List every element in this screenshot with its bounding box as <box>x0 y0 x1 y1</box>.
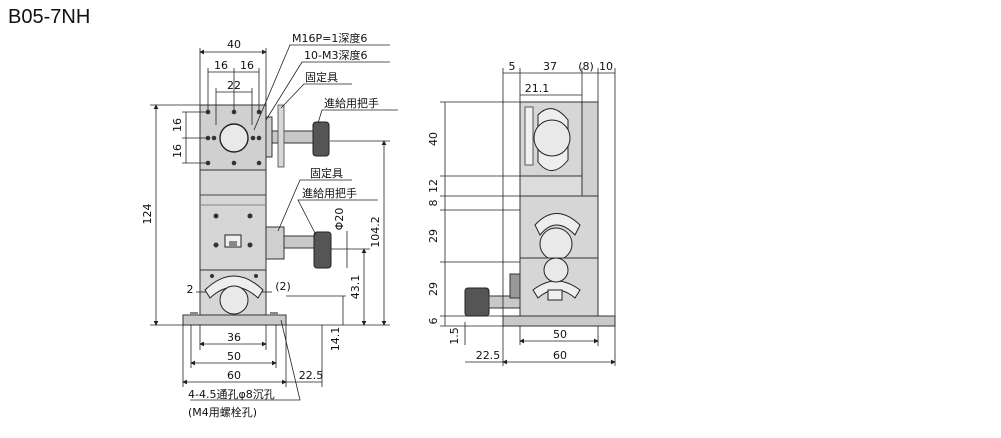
dim-base-60: 60 <box>227 369 241 382</box>
dim-hole-spacing-left: 16 <box>214 59 228 72</box>
front-middle-body <box>199 169 267 271</box>
dim-side-top-10: 10 <box>599 60 613 73</box>
side-bracket <box>581 101 599 198</box>
dim-vert-lower: 16 <box>171 144 184 158</box>
label-hole-note-1: 4-4.5通孔φ8沉孔 <box>188 388 275 401</box>
dim-side-v8: 8 <box>427 200 440 207</box>
label-fixture-upper: 固定具 <box>305 70 338 84</box>
dim-side-v12: 12 <box>427 179 440 193</box>
dim-height-104: 104.2 <box>369 216 382 248</box>
dim-base-36: 36 <box>227 331 241 344</box>
dim-side-v29b: 29 <box>427 282 440 296</box>
dim-side-b50: 50 <box>553 328 567 341</box>
dim-height-43: 43.1 <box>349 275 362 300</box>
side-dimensions <box>440 68 616 366</box>
dim-side-v29a: 29 <box>427 229 440 243</box>
front-lower-fixture <box>265 226 285 260</box>
dim-offset-22-5: 22.5 <box>299 369 324 382</box>
dim-side-width-21: 21.1 <box>525 82 550 95</box>
dim-side-v1-5: 1.5 <box>448 327 461 345</box>
label-feed-handle-lower: 進給用把手 <box>302 186 357 200</box>
dim-vert-upper: 16 <box>171 118 184 132</box>
label-fixture-lower: 固定具 <box>310 166 343 180</box>
dim-offset-2-paren: (2) <box>275 280 291 293</box>
dim-side-top-8: (8) <box>578 60 594 73</box>
dim-center-width: 22 <box>227 79 241 92</box>
dim-phi20: Φ20 <box>333 208 346 231</box>
front-upper-handle <box>312 121 330 157</box>
label-hole-note-2: (M4用螺栓孔) <box>188 405 257 419</box>
label-feed-handle-upper: 進給用把手 <box>324 96 379 110</box>
front-lower-handle <box>313 231 332 269</box>
front-center-hole <box>219 123 249 153</box>
side-dim-labels: 5 37 (8) 10 21.1 40 12 8 29 29 6 1.5 50 … <box>427 60 613 362</box>
dim-side-v40: 40 <box>427 132 440 146</box>
dim-top-width: 40 <box>227 38 241 51</box>
side-base <box>502 315 616 327</box>
front-view <box>150 44 398 401</box>
dim-offset-2: 2 <box>187 283 194 296</box>
dim-side-v6: 6 <box>427 318 440 325</box>
dim-hole-spacing-right: 16 <box>240 59 254 72</box>
dim-side-top-5: 5 <box>509 60 516 73</box>
front-base <box>182 314 287 326</box>
front-upper-fixture <box>265 116 273 158</box>
label-m3: 10-M3深度6 <box>304 48 367 62</box>
dim-total-height: 124 <box>141 204 154 225</box>
dim-base-50: 50 <box>227 350 241 363</box>
dim-height-14: 14.1 <box>329 327 342 352</box>
front-dimensions <box>150 44 398 401</box>
side-handle <box>464 287 490 317</box>
dim-side-b22-5: 22.5 <box>476 349 501 362</box>
drawing-title: B05-7NH <box>8 6 91 28</box>
label-m16: M16P=1深度6 <box>292 31 367 45</box>
side-view <box>440 68 616 366</box>
dim-side-b60: 60 <box>553 349 567 362</box>
dim-side-top-37: 37 <box>543 60 557 73</box>
front-dim-labels: 40 16 16 22 16 16 124 104.2 Φ20 43.1 14.… <box>141 31 382 419</box>
